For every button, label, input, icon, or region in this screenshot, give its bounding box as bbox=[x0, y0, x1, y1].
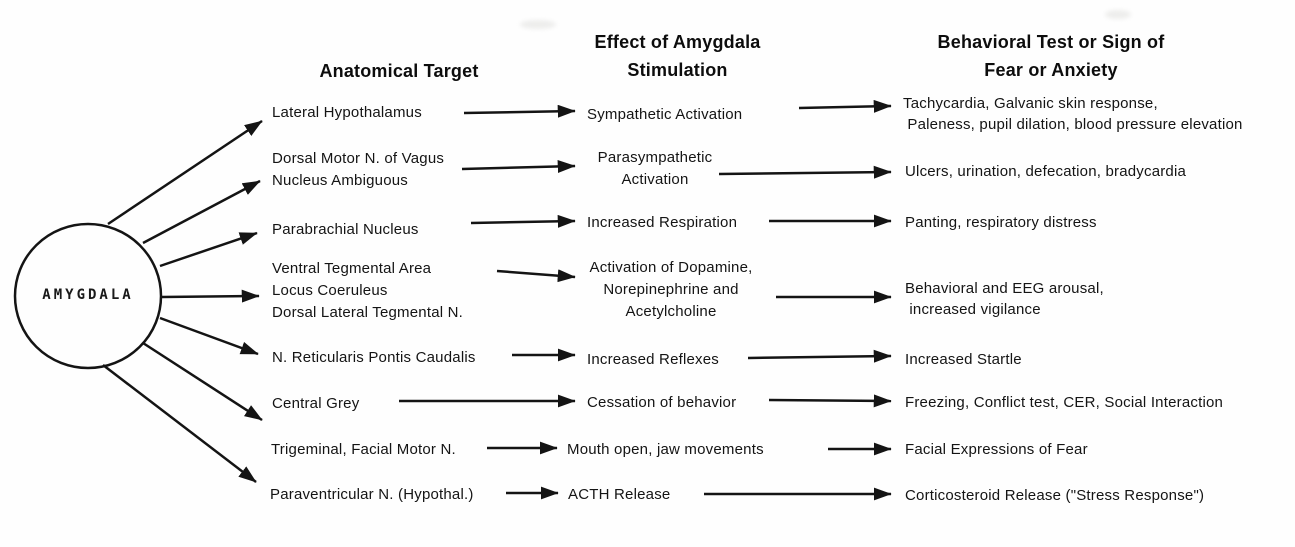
target-label: Parabrachial Nucleus bbox=[272, 221, 419, 238]
effect-label: Mouth open, jaw movements bbox=[567, 441, 764, 458]
arrow-target-effect-row4 bbox=[496, 269, 576, 283]
arrow-target-effect-row3 bbox=[470, 214, 576, 228]
column-header-anatomical-target: Anatomical Target bbox=[319, 61, 479, 81]
fan-arrow-locus-coeruleus bbox=[161, 289, 260, 303]
effect-label: Cessation of behavior bbox=[587, 394, 737, 411]
effect-label: Sympathetic Activation bbox=[587, 106, 743, 123]
fan-arrow-parabrachial-nucleus bbox=[159, 231, 258, 268]
behavior-label: Behavioral and EEG arousal, increased vi… bbox=[905, 280, 1104, 318]
behavior-label: Corticosteroid Release ("Stress Response… bbox=[905, 487, 1205, 504]
fan-arrow-reticularis-pontis bbox=[159, 316, 259, 356]
column-header-effect-of-stimulation: Effect of Amygdala Stimulation bbox=[594, 32, 761, 80]
effect-label: Increased Reflexes bbox=[587, 351, 720, 368]
column-header-behavioral-test: Behavioral Test or Sign of Fear or Anxie… bbox=[937, 32, 1165, 80]
target-label: Ventral Tegmental Area Locus Coeruleus D… bbox=[272, 260, 464, 321]
behavior-label: Increased Startle bbox=[905, 351, 1022, 368]
fan-arrow-nucleus-ambiguous bbox=[142, 179, 261, 245]
amygdala-node-label: AMYGDALA bbox=[42, 287, 134, 303]
fan-arrow-paraventricular bbox=[102, 364, 257, 483]
behavior-label: Freezing, Conflict test, CER, Social Int… bbox=[905, 394, 1224, 411]
target-label: Paraventricular N. (Hypothal.) bbox=[270, 486, 474, 503]
arrow-effect-behavior-row2 bbox=[718, 165, 892, 179]
behavior-label: Tachycardia, Galvanic skin response, Pal… bbox=[903, 95, 1243, 133]
target-label: Central Grey bbox=[272, 395, 360, 412]
behavior-label: Panting, respiratory distress bbox=[905, 214, 1097, 231]
arrow-effect-behavior-row6 bbox=[768, 394, 892, 408]
effect-label: Increased Respiration bbox=[587, 214, 738, 231]
arrow-target-effect-row2 bbox=[461, 159, 576, 173]
behavior-label: Ulcers, urination, defecation, bradycard… bbox=[905, 163, 1187, 180]
arrow-effect-behavior-row5 bbox=[747, 349, 892, 363]
fan-arrow-central-grey bbox=[142, 341, 263, 422]
target-label: Lateral Hypothalamus bbox=[272, 104, 422, 121]
target-label: Trigeminal, Facial Motor N. bbox=[271, 441, 456, 458]
arrow-target-effect-row1 bbox=[463, 104, 576, 118]
amygdala-node bbox=[13, 222, 163, 370]
fan-arrow-lateral-hypothalamus bbox=[107, 119, 263, 226]
scan-smudge bbox=[1105, 10, 1131, 19]
effect-label: Activation of Dopamine, Norepinephrine a… bbox=[589, 259, 753, 320]
effect-label: Parasympathetic Activation bbox=[597, 149, 713, 188]
target-label: Dorsal Motor N. of Vagus Nucleus Ambiguo… bbox=[272, 150, 445, 189]
behavior-label: Facial Expressions of Fear bbox=[905, 441, 1088, 458]
arrow-effect-behavior-row1 bbox=[798, 99, 892, 113]
effect-label: ACTH Release bbox=[568, 486, 671, 503]
scan-smudge bbox=[520, 20, 556, 29]
target-label: N. Reticularis Pontis Caudalis bbox=[272, 349, 476, 366]
